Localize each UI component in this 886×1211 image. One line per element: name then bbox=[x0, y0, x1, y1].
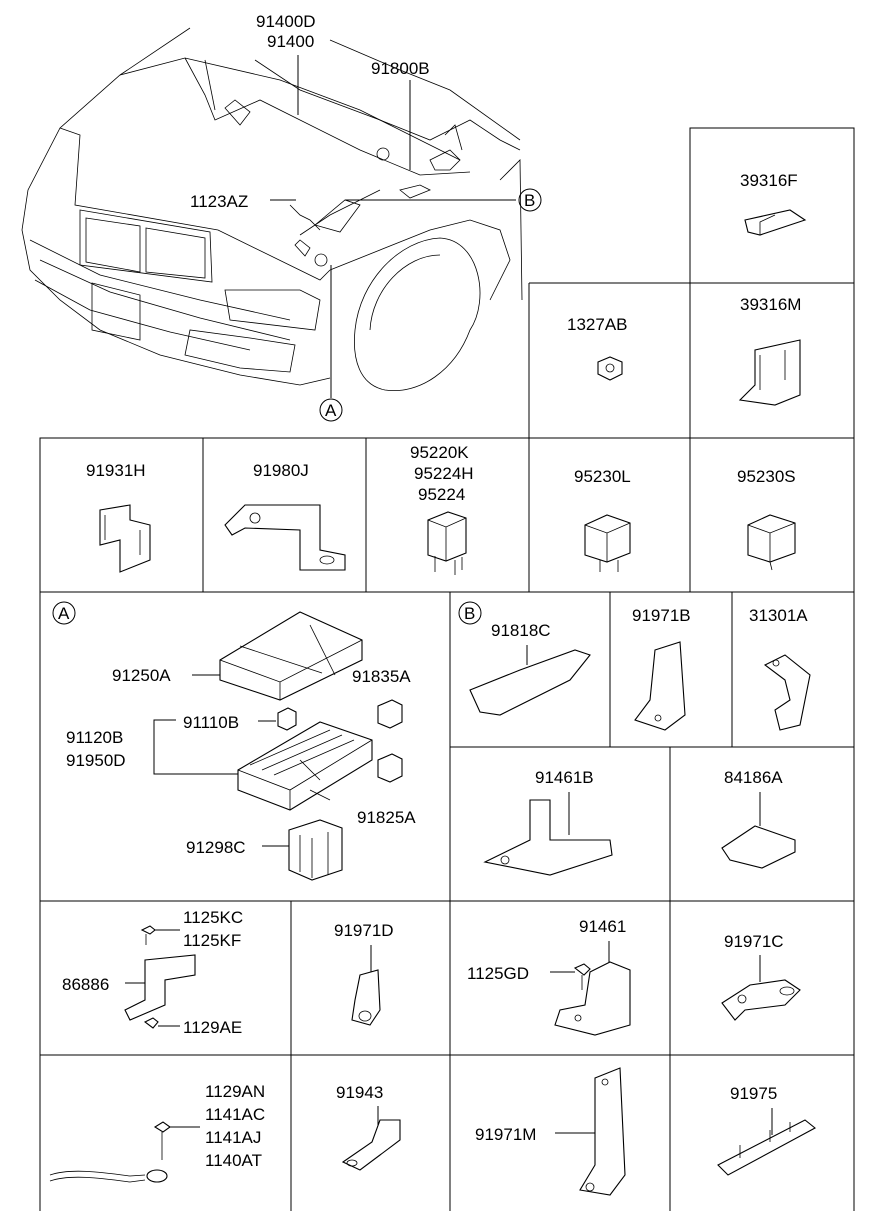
label-91971m: 91971M bbox=[475, 1125, 536, 1144]
bracket-91980j bbox=[224, 504, 346, 571]
ground-cable bbox=[49, 1170, 146, 1177]
label-91110b: 91110B bbox=[183, 713, 239, 732]
ref-b-marker-box bbox=[458, 601, 482, 625]
car-illustration bbox=[21, 27, 523, 398]
label-95230l: 95230L bbox=[574, 467, 631, 486]
bracket-39316f bbox=[744, 209, 807, 236]
label-1140at: 1140AT bbox=[205, 1151, 262, 1170]
ref-a-letter-top: A bbox=[325, 401, 337, 420]
label-95230s: 95230S bbox=[737, 467, 796, 486]
bracket-91971m bbox=[579, 1067, 626, 1196]
bracket-91818c bbox=[469, 649, 591, 716]
label-1123az: 1123AZ bbox=[190, 192, 248, 211]
cover-91298c bbox=[288, 819, 343, 881]
label-91975: 91975 bbox=[730, 1084, 777, 1103]
bracket-91975 bbox=[717, 1119, 816, 1176]
label-91971b: 91971B bbox=[632, 606, 691, 625]
ref-b-letter-box: B bbox=[464, 604, 475, 623]
pad-84186a bbox=[721, 825, 796, 869]
label-91825a: 91825A bbox=[357, 808, 416, 827]
label-39316f: 39316F bbox=[740, 171, 798, 190]
fuse-box-91120b bbox=[237, 721, 373, 811]
bracket-91971c bbox=[721, 979, 801, 1021]
label-95220k: 95220K bbox=[410, 443, 469, 462]
bracket-91931h bbox=[99, 504, 151, 573]
label-91400d: 91400D bbox=[256, 12, 316, 31]
bolt-1125gd bbox=[573, 963, 591, 976]
label-1141aj: 1141AJ bbox=[205, 1128, 261, 1147]
label-91120b: 91120B bbox=[66, 728, 123, 747]
label-1129an: 1129AN bbox=[205, 1082, 265, 1101]
nut-1327ab bbox=[597, 356, 623, 381]
label-86886: 86886 bbox=[62, 975, 109, 994]
bracket-91943 bbox=[341, 1119, 401, 1171]
label-1125gd: 1125GD bbox=[467, 964, 529, 983]
grid-lines bbox=[39, 127, 855, 1211]
label-31301a: 31301A bbox=[749, 606, 808, 625]
label-1129ae: 1129AE bbox=[183, 1018, 242, 1037]
label-1125kc: 1125KC bbox=[183, 908, 243, 927]
bracket-86886 bbox=[124, 954, 196, 1021]
bracket-39316m bbox=[738, 339, 801, 406]
bolt-1125kc bbox=[140, 925, 156, 935]
label-91800b: 91800B bbox=[371, 59, 430, 78]
label-91250a: 91250A bbox=[112, 666, 171, 685]
label-91950d: 91950D bbox=[66, 751, 126, 770]
bracket-91461 bbox=[554, 961, 631, 1036]
label-91835a: 91835A bbox=[352, 667, 411, 686]
label-91971c: 91971C bbox=[724, 932, 784, 951]
fuse-91110b bbox=[277, 707, 297, 731]
ring-terminal bbox=[146, 1169, 168, 1183]
ref-b-marker-top bbox=[518, 188, 542, 212]
label-91971d: 91971D bbox=[334, 921, 394, 940]
ref-a-marker-top bbox=[319, 398, 343, 422]
ref-a-marker-box bbox=[52, 601, 76, 625]
ref-a-letter-box: A bbox=[58, 604, 70, 623]
fuse-91835a bbox=[377, 699, 403, 729]
label-1327ab: 1327AB bbox=[567, 315, 628, 334]
label-91980j: 91980J bbox=[253, 461, 309, 480]
bracket-31301a bbox=[763, 654, 811, 731]
label-91818c: 91818C bbox=[491, 621, 551, 640]
label-95224: 95224 bbox=[418, 485, 465, 504]
bolt-1129an bbox=[153, 1121, 171, 1133]
relay-95220k bbox=[427, 511, 467, 562]
ref-b-letter-top: B bbox=[524, 191, 535, 210]
label-1141ac: 1141AC bbox=[205, 1105, 265, 1124]
bolt-1129ae bbox=[143, 1017, 159, 1029]
relay-95230l bbox=[584, 514, 631, 563]
label-91298c: 91298C bbox=[186, 838, 246, 857]
label-91400: 91400 bbox=[267, 32, 314, 51]
label-1125kf: 1125KF bbox=[183, 931, 241, 950]
label-84186a: 84186A bbox=[724, 768, 783, 787]
label-39316m: 39316M bbox=[740, 295, 801, 314]
fuse-91825a bbox=[377, 753, 403, 783]
bracket-91971d bbox=[351, 969, 381, 1026]
label-91931h: 91931H bbox=[86, 461, 146, 480]
label-91461: 91461 bbox=[579, 917, 626, 936]
label-91461b: 91461B bbox=[535, 768, 594, 787]
label-95224h: 95224H bbox=[414, 464, 474, 483]
relay-95230s bbox=[747, 514, 796, 563]
bracket-91461b bbox=[483, 799, 613, 876]
bracket-91971b bbox=[634, 641, 686, 731]
cover-91250a bbox=[219, 611, 363, 701]
label-91943: 91943 bbox=[336, 1083, 383, 1102]
